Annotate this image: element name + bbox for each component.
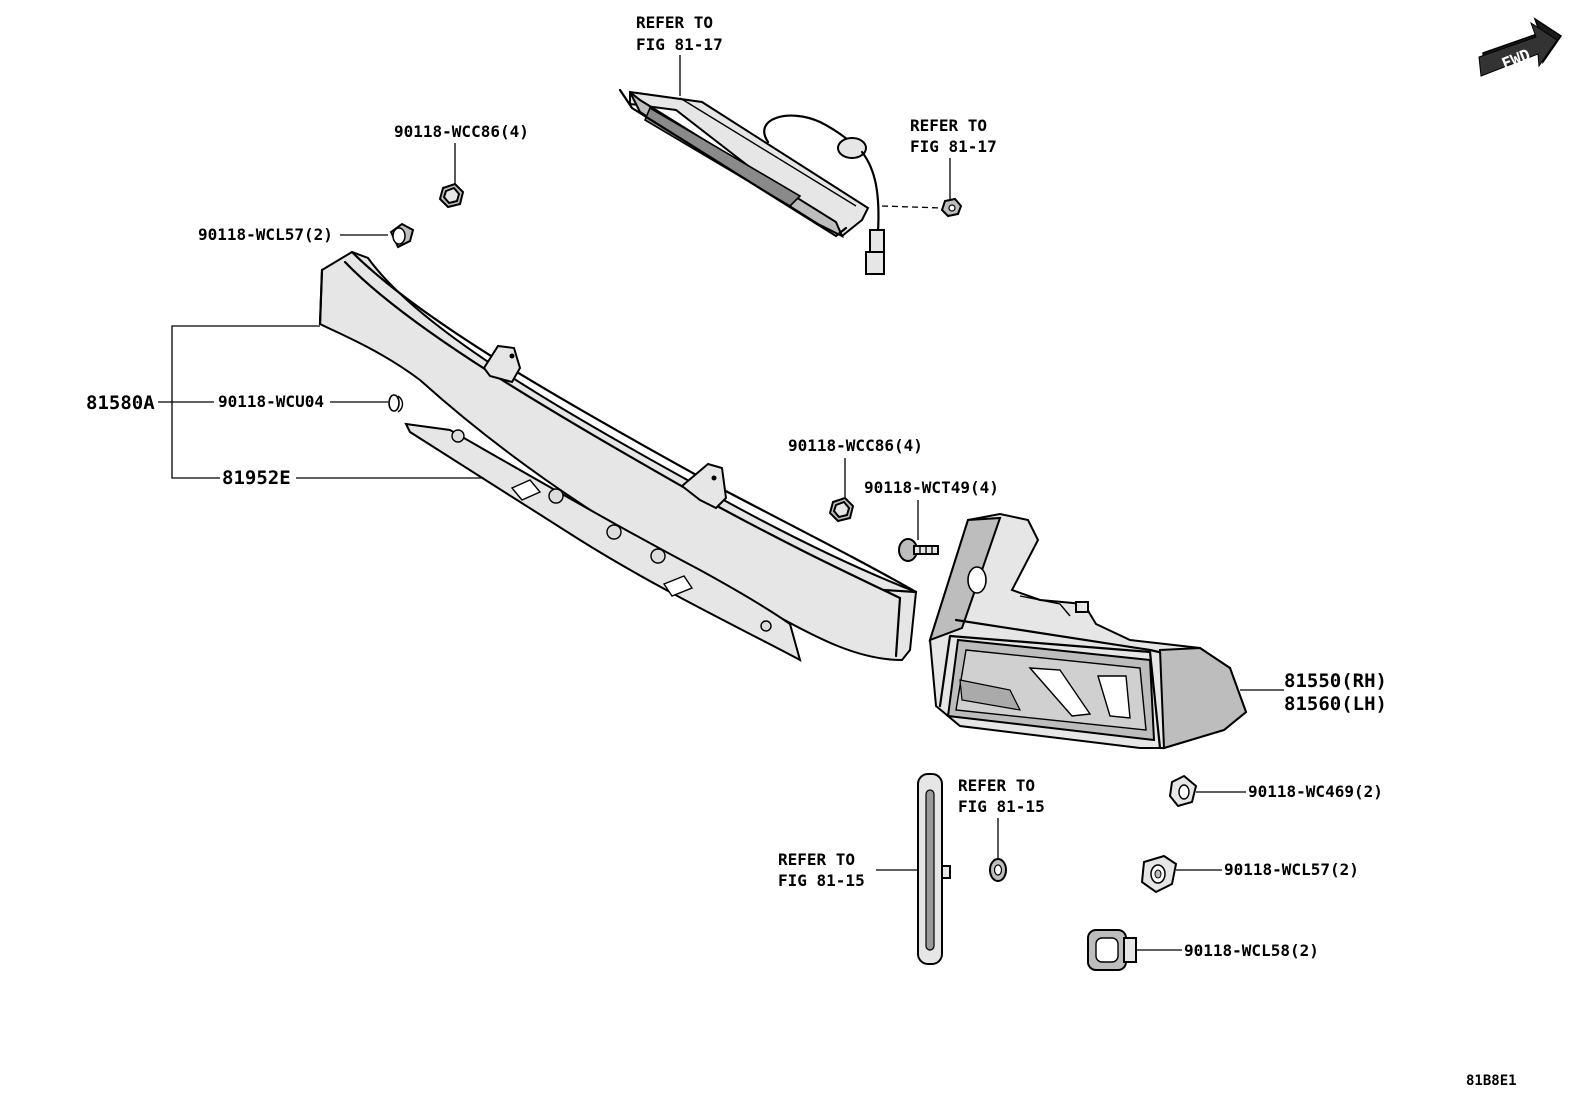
clip-label-wc469: 90118-WC469(2)	[1248, 782, 1383, 801]
nut-icon	[828, 496, 855, 523]
clip-label-wcl57-bottom: 90118-WCL57(2)	[1224, 860, 1359, 879]
rear-combination-lamp	[928, 512, 1248, 750]
assy-label-81580a: 81580A	[86, 392, 155, 414]
lamp-label-lh: 81560(LH)	[1284, 693, 1387, 715]
screw-icon	[898, 538, 939, 562]
fwd-arrow-icon: FWD	[1478, 17, 1563, 77]
clip-label-wcl58: 90118-WCL58(2)	[1184, 941, 1319, 960]
clip-icon	[1087, 929, 1137, 971]
lamp-label-rh: 81550(RH)	[1284, 670, 1387, 692]
refer-label-connector-line2: FIG 81-17	[910, 137, 997, 156]
refer-label-nut-side-line2: FIG 81-15	[958, 797, 1045, 816]
rear-garnish	[318, 250, 918, 662]
refer-label-connector-line1: REFER TO	[910, 116, 987, 135]
clip-label-wcu04: 90118-WCU04	[218, 392, 324, 411]
nut-icon	[438, 182, 465, 209]
screw-label-wct49: 90118-WCT49(4)	[864, 478, 999, 497]
clip-label-wcl57-top: 90118-WCL57(2)	[198, 225, 333, 244]
refer-label-reflector-line2: FIG 81-15	[778, 871, 865, 890]
clip-icon	[389, 222, 415, 249]
refer-label-high-mount-line1: REFER TO	[636, 13, 713, 32]
connector-leader	[881, 205, 943, 209]
high-mount-stop-lamp	[618, 88, 885, 275]
nut-icon	[989, 858, 1007, 882]
garnish-gasket	[404, 422, 802, 662]
clip-icon	[1140, 854, 1178, 894]
refer-label-high-mount-line2: FIG 81-17	[636, 35, 723, 54]
figure-code: 81B8E1	[1466, 1073, 1517, 1089]
nut-label-wcc86-top: 90118-WCC86(4)	[394, 122, 529, 141]
grommet-nut-icon	[940, 197, 963, 218]
rear-reflector	[917, 773, 951, 965]
refer-label-nut-side-line1: REFER TO	[958, 776, 1035, 795]
nut-label-wcc86-mid: 90118-WCC86(4)	[788, 436, 923, 455]
refer-label-reflector-line1: REFER TO	[778, 850, 855, 869]
gasket-label-81952e: 81952E	[222, 467, 291, 489]
clip-icon	[1168, 774, 1198, 808]
clip-wcu04-icon	[388, 394, 404, 413]
